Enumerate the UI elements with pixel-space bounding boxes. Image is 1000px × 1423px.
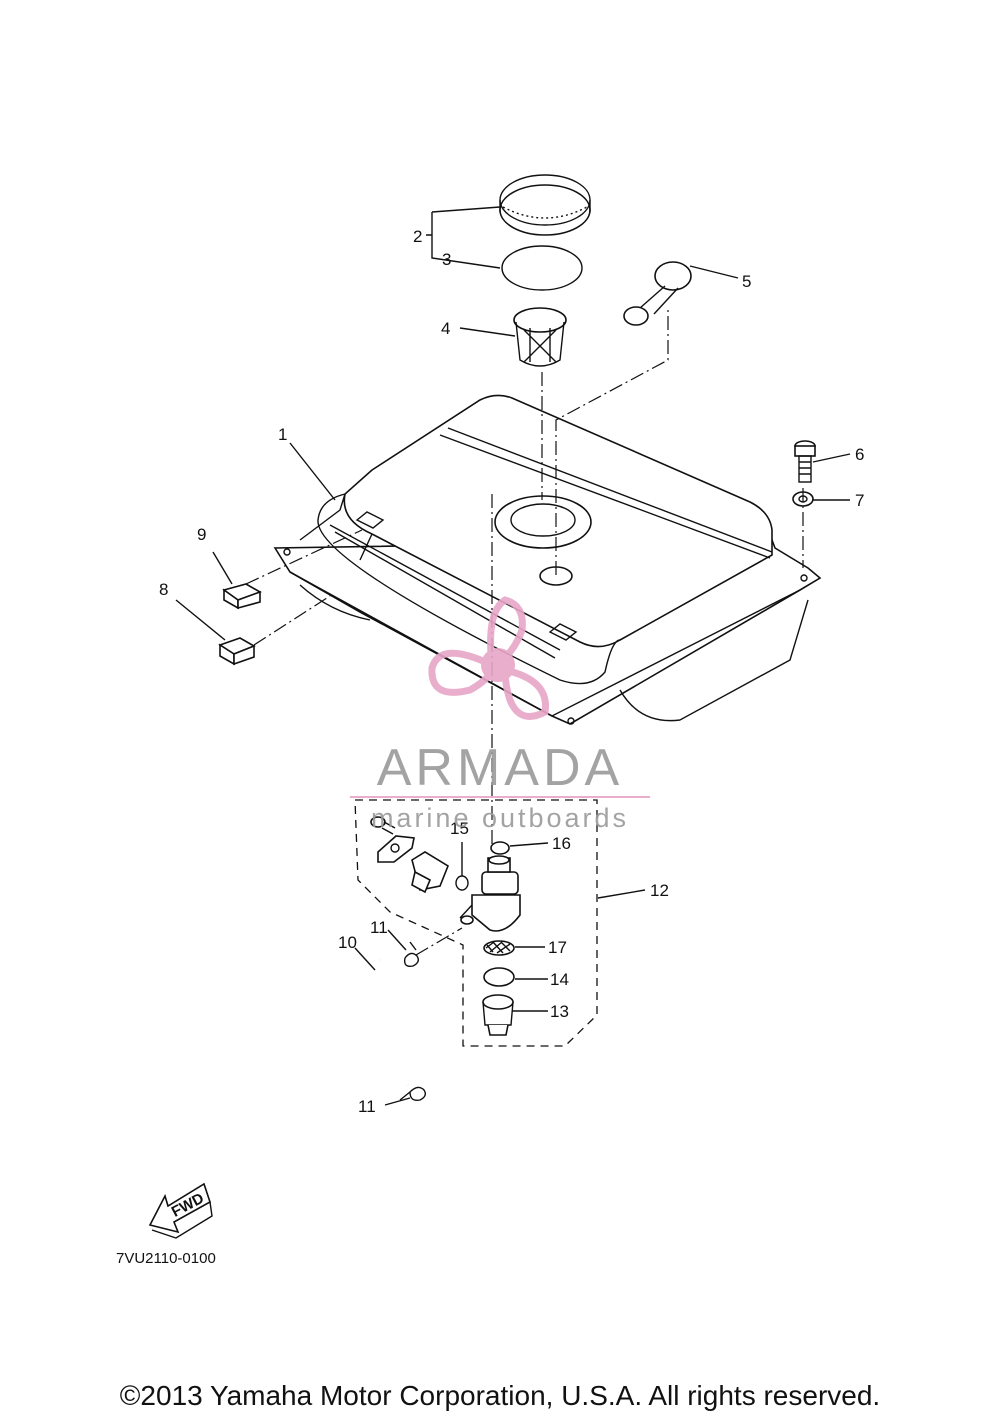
callout-4: 4: [441, 319, 450, 338]
callout-7: 7: [855, 491, 864, 510]
cup-13-part: [482, 994, 514, 1036]
armada-logo-icon: [428, 596, 549, 720]
o-ring-15-part: [455, 875, 469, 891]
callout-6: 6: [855, 445, 864, 464]
pad-part-8: [218, 637, 256, 666]
lever-part: [411, 851, 449, 894]
callout-3: 3: [442, 250, 451, 269]
armada-watermark: ARMADA marine outboards: [350, 596, 650, 833]
callout-13: 13: [550, 1002, 569, 1021]
fuel-cock-part: [459, 855, 521, 932]
callout-11-lower: 11: [358, 1097, 376, 1116]
callout-1: 1: [278, 425, 287, 444]
pad-part-9: [222, 583, 262, 610]
callout-10: 10: [338, 933, 357, 952]
copyright-notice: ©2013 Yamaha Motor Corporation, U.S.A. A…: [119, 1380, 881, 1411]
callout-14: 14: [550, 970, 569, 989]
callout-11-upper: 11: [370, 918, 388, 937]
o-ring-14-part: [483, 967, 515, 987]
fuel-cap-part: [499, 174, 591, 236]
clip-11-lower-part: [399, 1086, 427, 1102]
callout-15: 15: [450, 819, 469, 838]
callout-16: 16: [552, 834, 571, 853]
fuel-gauge-part: [623, 261, 692, 326]
diagram-code: 7VU2110-0100: [116, 1250, 216, 1267]
callout-5: 5: [742, 272, 751, 291]
screw-part: [370, 816, 396, 835]
callout-9: 9: [197, 525, 206, 544]
leader-lines: [175, 206, 851, 1106]
filter-17-part: [483, 940, 515, 956]
fuel-tank-part: [273, 394, 822, 725]
callout-12: 12: [650, 881, 669, 900]
bolt-part: [794, 440, 816, 483]
hose-part: [347, 954, 414, 1089]
fuel-cock-kit-outline: [354, 799, 598, 1047]
cap-gasket-part: [501, 245, 583, 291]
callout-2: 2: [413, 227, 422, 246]
callout-8: 8: [159, 580, 168, 599]
callout-17: 17: [548, 938, 567, 957]
o-ring-16-part: [490, 841, 510, 855]
fwd-arrow-icon: FWD: [148, 1182, 213, 1239]
watermark-brand: ARMADA: [377, 739, 623, 797]
watermark-tagline: marine outboards: [371, 803, 629, 833]
clip-11-upper-part: [403, 941, 420, 968]
strainer-part: [513, 307, 567, 367]
plate-part: [377, 835, 415, 863]
